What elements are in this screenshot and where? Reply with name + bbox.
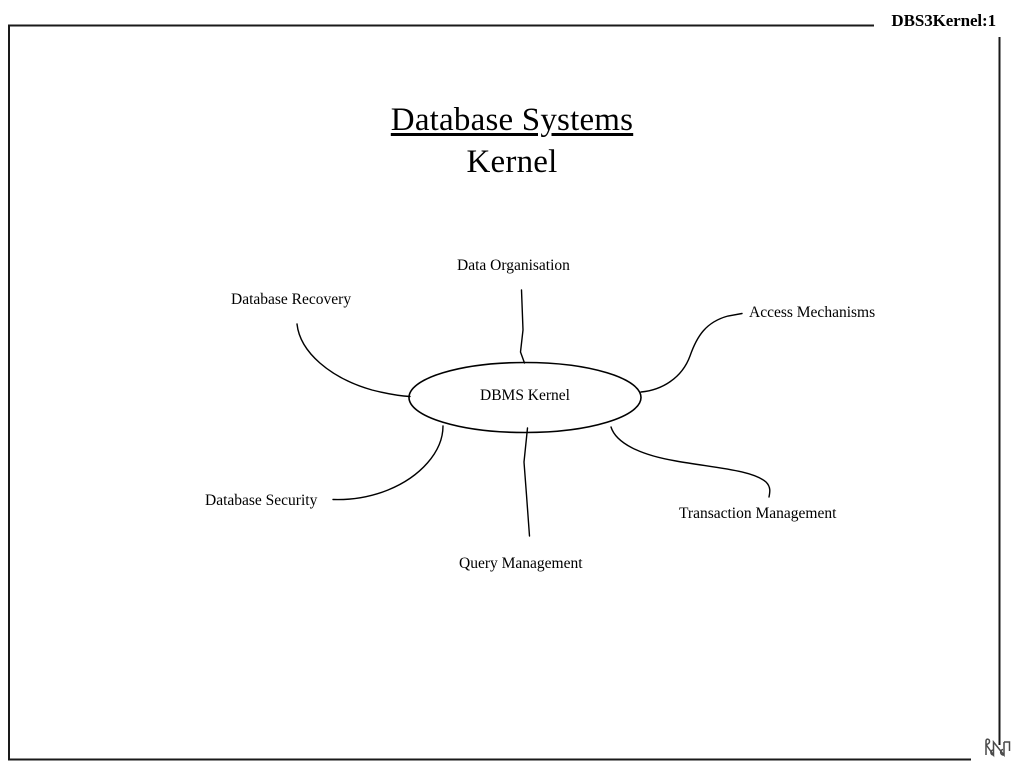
connector-database-security [332,425,444,501]
title-main: Database Systems [390,102,634,138]
center-node-label: DBMS Kernel [480,387,570,404]
node-label-query-management: Query Management [459,555,583,572]
page-title: Database Systems Kernel [0,100,1024,183]
node-label-transaction-management: Transaction Management [679,505,837,522]
connector-query-management [523,427,531,537]
node-label-access-mechanisms: Access Mechanisms [749,304,876,321]
decorative-monogram-icon [985,738,1011,758]
node-label-database-security: Database Security [205,492,318,509]
title-subtitle: Kernel [466,144,558,180]
connector-access-mechanisms [640,312,743,393]
node-label-data-organisation: Data Organisation [457,257,570,274]
slide-header-code: DBS3Kernel:1 [891,11,996,30]
connector-transaction-management [610,426,771,498]
connector-database-recovery [296,323,411,398]
connector-data-organisation [519,289,526,364]
node-label-database-recovery: Database Recovery [231,291,352,308]
